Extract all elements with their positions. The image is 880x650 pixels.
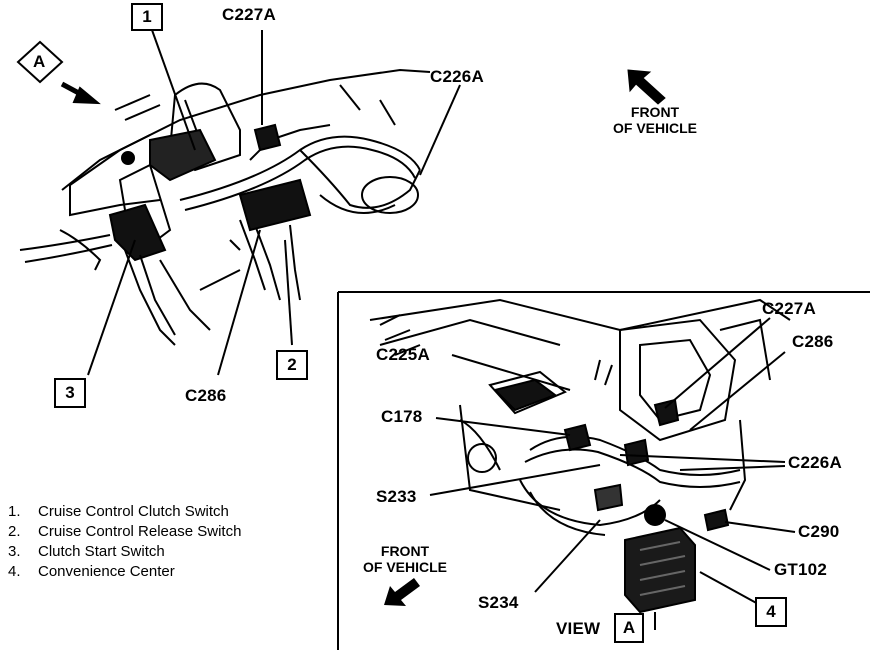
- front-of-vehicle-top-line2: OF VEHICLE: [612, 120, 697, 137]
- label-s233: S233: [376, 487, 417, 506]
- legend-item: 1. Cruise Control Clutch Switch: [8, 502, 241, 522]
- legend-number: 2.: [8, 523, 21, 540]
- component-legend: 1. Cruise Control Clutch Switch 2. Cruis…: [8, 502, 241, 582]
- inset-frame: [337, 291, 870, 650]
- legend-number: 1.: [8, 503, 21, 520]
- view-a-box: A: [614, 613, 644, 643]
- label-c225a: C225A: [376, 345, 430, 364]
- inset-leader-lines: [429, 317, 796, 606]
- front-of-vehicle-top: FRONT OF VEHICLE: [597, 104, 713, 136]
- view-a-arrow: [16, 40, 101, 105]
- label-c286-inset: C286: [792, 332, 834, 351]
- label-c227a-inset: C227A: [762, 299, 816, 318]
- front-of-vehicle-inset-line1: FRONT: [380, 543, 430, 559]
- label-c290: C290: [798, 522, 840, 541]
- label-c227a-top: C227A: [222, 5, 276, 24]
- label-c178: C178: [381, 407, 423, 426]
- label-s234: S234: [478, 593, 519, 612]
- main-pedal-assembly-drawing: [19, 68, 431, 346]
- legend-number: 3.: [8, 543, 21, 560]
- label-view: VIEW: [556, 619, 601, 638]
- callout-box-3: 3: [54, 378, 86, 408]
- front-of-vehicle-inset: FRONT OF VEHICLE: [350, 543, 460, 575]
- callout-box-4: 4: [755, 597, 787, 627]
- label-gt102: GT102: [774, 560, 827, 579]
- inset-view-a-drawing: [369, 298, 791, 630]
- legend-text: Cruise Control Release Switch: [38, 523, 242, 540]
- callout-box-1: 1: [131, 3, 163, 31]
- front-arrow-top: [627, 69, 666, 105]
- legend-item: 2. Cruise Control Release Switch: [8, 522, 241, 542]
- legend-number: 4.: [8, 563, 21, 580]
- callout-box-2: 2: [276, 350, 308, 380]
- label-c226a-inset: C226A: [788, 453, 842, 472]
- main-leader-lines: [87, 29, 461, 376]
- front-arrow-inset: [384, 578, 420, 606]
- legend-item: 4. Convenience Center: [8, 562, 241, 582]
- front-of-vehicle-inset-line2: OF VEHICLE: [362, 559, 447, 576]
- label-c286-left: C286: [185, 386, 227, 405]
- label-c226a-top: C226A: [430, 67, 484, 86]
- view-a-marker-letter: A: [33, 52, 46, 71]
- legend-text: Clutch Start Switch: [38, 543, 165, 560]
- legend-text: Convenience Center: [38, 563, 175, 580]
- legend-item: 3. Clutch Start Switch: [8, 542, 241, 562]
- legend-text: Cruise Control Clutch Switch: [38, 503, 229, 520]
- front-of-vehicle-top-line1: FRONT: [630, 104, 680, 120]
